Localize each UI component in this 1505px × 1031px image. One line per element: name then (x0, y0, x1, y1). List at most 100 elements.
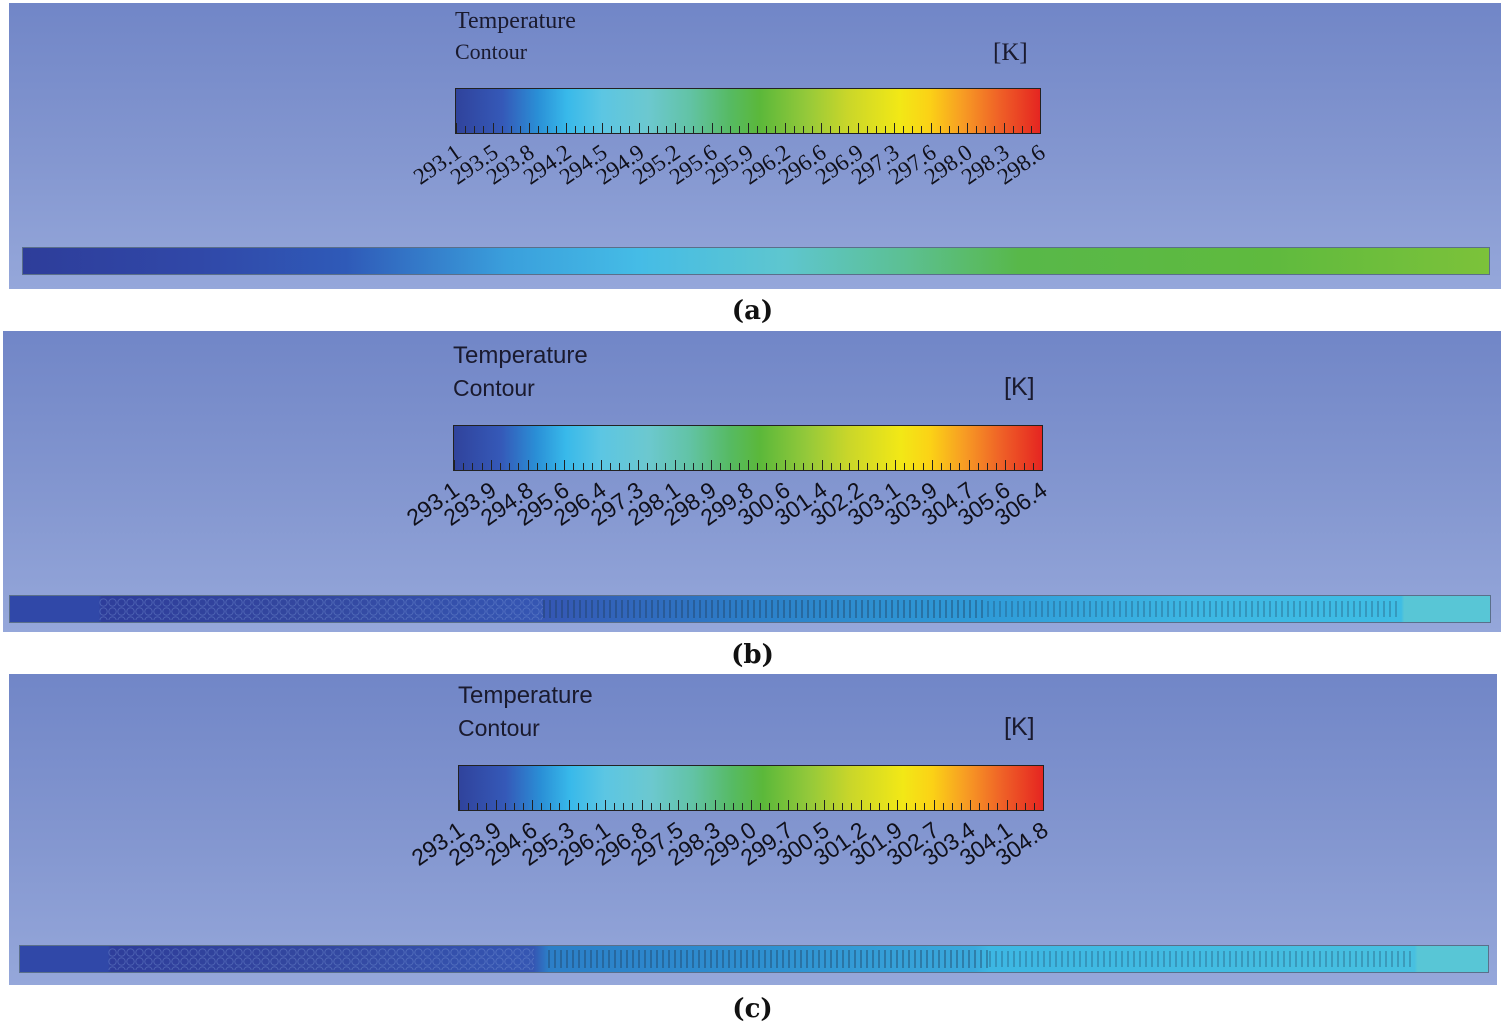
color-bar-tick (1021, 126, 1023, 133)
color-bar-tick (650, 803, 652, 810)
color-bar-tick (564, 460, 566, 470)
color-bar-tick (803, 463, 805, 470)
color-bar-tick (729, 126, 731, 133)
color-bar-tick (757, 126, 759, 133)
color-bar-tick (824, 800, 825, 810)
pipe-contour (9, 595, 1491, 623)
color-bar-tick (591, 463, 593, 470)
color-bar-tick (732, 803, 734, 810)
legend-subtitle: Contour (453, 375, 535, 401)
color-bar-tick (483, 126, 485, 133)
color-bar-tick (751, 800, 752, 810)
color-bar-tick (997, 803, 999, 810)
color-bar-tick (510, 126, 512, 133)
color-bar-tick (619, 463, 621, 470)
pipe-contour (19, 945, 1489, 973)
caption-b: (b) (731, 640, 774, 670)
color-bar-tick (738, 126, 740, 133)
color-bar-tick (693, 126, 695, 133)
color-bar-tick (939, 126, 941, 133)
color-bar-tick (638, 123, 640, 133)
color-bar-tick (637, 460, 639, 470)
color-bar-tick (611, 126, 613, 133)
color-bar-tick (595, 803, 597, 810)
color-bar-tick (940, 463, 942, 470)
color-bar-tick (527, 460, 529, 470)
color-bar-tick (623, 803, 625, 810)
color-bar-tick (629, 126, 631, 133)
color-bar-tick (959, 463, 961, 470)
color-bar-tick (793, 126, 795, 133)
color-bar-tick (1030, 126, 1032, 133)
fin-hatching (542, 600, 987, 618)
color-bar (458, 765, 1044, 811)
color-bar-tick (577, 803, 579, 810)
color-bar-tick (775, 126, 777, 133)
color-bar-tick (839, 126, 841, 133)
color-bar-tick (665, 126, 667, 133)
color-bar-tick (1024, 803, 1026, 810)
color-bar-tick (559, 803, 561, 810)
color-bar-tick (738, 463, 740, 470)
pin-fin-pattern (98, 598, 543, 620)
color-bar-tick (684, 126, 686, 133)
color-bar-tick (887, 803, 889, 810)
color-bar-tick (454, 460, 455, 470)
color-bar-tick (541, 803, 543, 810)
color-bar-tick (849, 463, 851, 470)
color-bar-tick (903, 126, 905, 133)
color-bar-tick (647, 126, 649, 133)
color-bar-ticks (456, 123, 1041, 133)
color-bar-tick (784, 123, 786, 133)
color-bar-tick (720, 463, 722, 470)
color-bar-tick (979, 803, 981, 810)
color-bar-tick (705, 803, 707, 810)
color-bar-tick (702, 463, 704, 470)
color-bar-tick (802, 126, 804, 133)
color-bar-ticks (459, 800, 1044, 810)
color-bar-tick (924, 803, 926, 810)
color-bar-ticks (454, 460, 1043, 470)
color-bar-tick (811, 126, 813, 133)
color-bar-tick (601, 460, 602, 470)
legend-title: Temperature (455, 8, 576, 34)
color-bar-tick (933, 800, 935, 810)
color-bar-tick (977, 463, 979, 470)
color-bar-tick (1032, 463, 1034, 470)
color-bar-tick (1042, 460, 1043, 470)
color-bar-tick (930, 123, 932, 133)
color-bar-tick (812, 463, 814, 470)
color-bar-tick (1012, 126, 1014, 133)
fin-hatching (986, 601, 1402, 617)
color-bar-tick (860, 800, 862, 810)
color-bar-tick (456, 123, 457, 133)
color-bar-tick (778, 803, 780, 810)
caption-a: (a) (731, 296, 774, 326)
color-bar-tick (894, 123, 895, 133)
color-bar-tick (904, 463, 906, 470)
color-bar-tick (760, 803, 762, 810)
color-bar-tick (547, 126, 549, 133)
fin-hatching (988, 951, 1415, 967)
color-bar-tick (711, 123, 713, 133)
legend-subtitle: Contour (458, 715, 540, 741)
color-bar-tick (495, 800, 497, 810)
color-bar-tick (602, 123, 603, 133)
color-bar-tick (915, 803, 917, 810)
color-bar-tick (675, 123, 676, 133)
color-bar-tick (821, 123, 822, 133)
color-bar-tick (729, 463, 731, 470)
color-bar-tick (866, 126, 868, 133)
color-bar-tick (976, 126, 978, 133)
color-bar-tick (490, 460, 492, 470)
color-bar-tick (1040, 123, 1041, 133)
color-bar-tick (950, 463, 952, 470)
color-bar-tick (769, 803, 771, 810)
color-bar-tick (957, 126, 959, 133)
color-bar-tick (848, 126, 850, 133)
color-bar-tick (833, 803, 835, 810)
color-bar-tick (884, 126, 886, 133)
